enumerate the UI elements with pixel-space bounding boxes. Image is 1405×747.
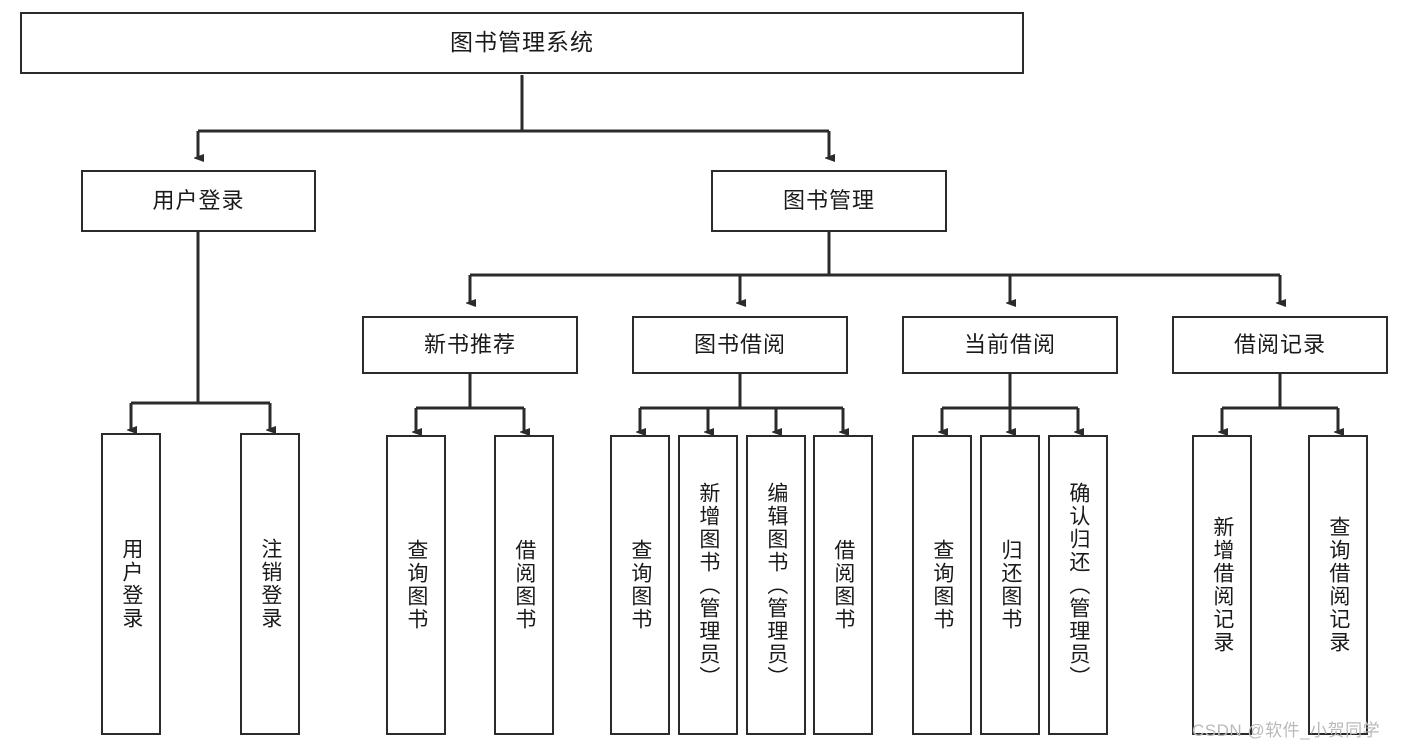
node-root-system[interactable]: 图书管理系统 (20, 12, 1024, 74)
leaf-current-borrow-confirm[interactable]: 确认归还（管理员） (1048, 435, 1108, 735)
leaf-book-borrow-lend-label: 借阅图书 (831, 539, 855, 631)
node-new-book-recommend-label: 新书推荐 (423, 331, 516, 357)
node-user-login[interactable]: 用户登录 (81, 170, 316, 232)
leaf-book-borrow-edit-label: 编辑图书（管理员） (764, 481, 788, 689)
edges-current-borrow-to-leaves (942, 374, 1078, 432)
leaf-new-book-borrow[interactable]: 借阅图书 (494, 435, 554, 735)
leaf-book-borrow-query[interactable]: 查询图书 (610, 435, 670, 735)
leaf-current-borrow-query-label: 查询图书 (930, 539, 954, 631)
csdn-watermark: CSDN @软件_小贺同学 (1192, 721, 1381, 740)
node-book-management-label: 图书管理 (782, 187, 875, 213)
edges-new-book-to-leaves (416, 374, 524, 432)
leaf-borrow-record-query[interactable]: 查询借阅记录 (1308, 435, 1368, 735)
node-root-system-label: 图书管理系统 (450, 29, 594, 56)
edges-book-borrow-to-leaves (640, 374, 843, 432)
node-book-borrow[interactable]: 图书借阅 (632, 316, 848, 374)
leaf-user-login-signin-label: 用户登录 (119, 538, 143, 630)
leaf-book-borrow-query-label: 查询图书 (628, 539, 652, 631)
leaf-current-borrow-return[interactable]: 归还图书 (980, 435, 1040, 735)
node-current-borrow[interactable]: 当前借阅 (902, 316, 1118, 374)
edges-user-login-to-leaves (131, 232, 270, 430)
leaf-book-borrow-add-label: 新增图书（管理员） (696, 481, 720, 689)
node-user-login-label: 用户登录 (152, 187, 245, 213)
leaf-borrow-record-add[interactable]: 新增借阅记录 (1192, 435, 1252, 735)
leaf-book-borrow-add[interactable]: 新增图书（管理员） (678, 435, 738, 735)
leaf-borrow-record-query-label: 查询借阅记录 (1326, 516, 1350, 654)
leaf-new-book-borrow-label: 借阅图书 (512, 539, 536, 631)
leaf-user-login-signout[interactable]: 注销登录 (240, 433, 300, 735)
node-book-borrow-label: 图书借阅 (693, 331, 786, 357)
node-borrow-record-label: 借阅记录 (1233, 331, 1326, 357)
leaf-current-borrow-query[interactable]: 查询图书 (912, 435, 972, 735)
edges-root-to-level2 (198, 75, 829, 158)
leaf-borrow-record-add-label: 新增借阅记录 (1210, 516, 1234, 654)
edges-book-mgmt-to-level3 (470, 232, 1280, 303)
leaf-current-borrow-return-label: 归还图书 (998, 539, 1022, 631)
leaf-user-login-signin[interactable]: 用户登录 (101, 433, 161, 735)
node-new-book-recommend[interactable]: 新书推荐 (362, 316, 578, 374)
leaf-book-borrow-edit[interactable]: 编辑图书（管理员） (746, 435, 806, 735)
leaf-new-book-query-label: 查询图书 (404, 539, 428, 631)
leaf-new-book-query[interactable]: 查询图书 (386, 435, 446, 735)
edges-borrow-record-to-leaves (1222, 374, 1338, 432)
node-current-borrow-label: 当前借阅 (963, 331, 1056, 357)
leaf-user-login-signout-label: 注销登录 (258, 538, 282, 630)
leaf-current-borrow-confirm-label: 确认归还（管理员） (1066, 481, 1090, 689)
leaf-book-borrow-lend[interactable]: 借阅图书 (813, 435, 873, 735)
node-borrow-record[interactable]: 借阅记录 (1172, 316, 1388, 374)
node-book-management[interactable]: 图书管理 (711, 170, 947, 232)
